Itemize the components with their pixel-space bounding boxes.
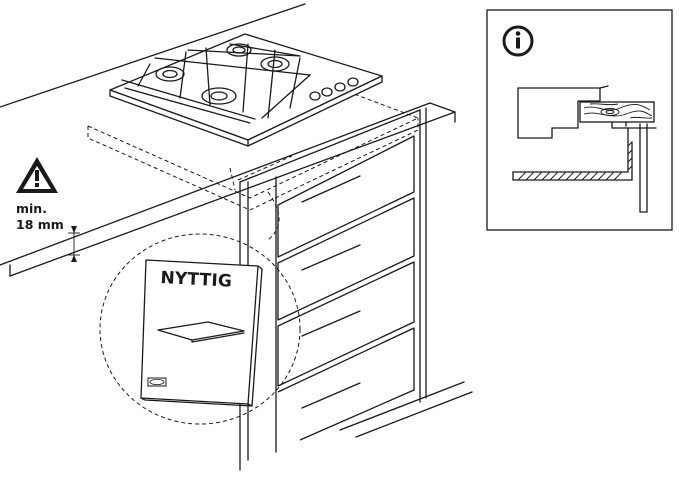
wood-cross-section [579,101,655,123]
measure-text: 18 mm [16,217,64,232]
hob-base-plate [512,141,633,181]
thickness-dimension [68,226,80,262]
countertop-section [517,85,609,139]
callout-circle [99,191,301,425]
burners [155,43,290,105]
drawer-3 [277,261,415,387]
floor-lines [339,381,473,438]
drawer-1 [277,135,415,258]
gas-hob [109,33,383,147]
info-icon [502,25,534,57]
pan-support-grid [121,43,311,124]
booklet-title: NYTTIG [159,268,233,292]
drawer-2 [277,197,415,321]
countertop [0,3,456,277]
drawer-4 [277,327,415,441]
min-text: min. [16,201,47,216]
ikea-logo [147,377,167,387]
hob-body-section [639,123,648,213]
info-panel [486,9,673,231]
min-thickness-label: min.18 mm [16,201,64,233]
manual-booklet [140,259,263,407]
control-knobs [309,77,359,101]
warning-triangle-icon [16,157,58,193]
booklet-illustration [157,321,245,343]
hob-flange [611,121,657,143]
